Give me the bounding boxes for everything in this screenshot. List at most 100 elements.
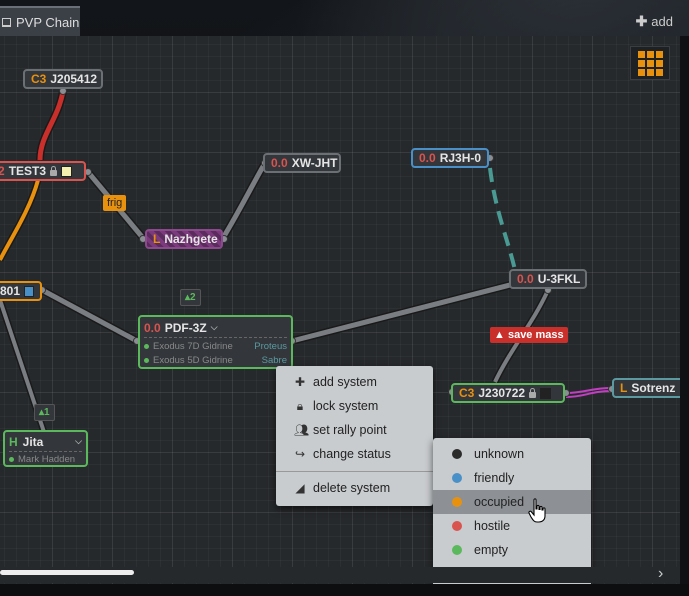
lock-icon [529, 387, 537, 398]
connection-j205412-test3[interactable] [37, 90, 66, 161]
system-name: 801 [0, 284, 21, 298]
pilot-row: Mark Hadden [9, 453, 82, 465]
eraser-icon: ◢ [295, 481, 305, 495]
bottom-band [0, 584, 689, 596]
system-name: TEST3 [8, 164, 47, 178]
system-test3[interactable]: 2 TEST3 [0, 161, 86, 181]
system-pdf3z[interactable]: 0.0 PDF-3Z ⌵ Exodus 7D Gidrine Proteus E… [138, 315, 293, 369]
system-name: U-3FKL [537, 272, 581, 286]
plus-icon: ✚ [294, 375, 306, 389]
system-security: 0.0 [419, 151, 436, 165]
status-item-occupied[interactable]: occupied [433, 490, 591, 514]
system-header: 0.0 PDF-3Z ⌵ [144, 320, 287, 335]
status-item-unknown[interactable]: unknown [433, 442, 591, 466]
system-security: C3 [459, 386, 475, 400]
system-header: H Jita ⌵ [9, 434, 82, 449]
connection-rj3h0-u3fkl[interactable] [488, 167, 517, 271]
menu-divider [276, 471, 433, 472]
status-dot-icon [452, 497, 462, 507]
users-icon: 👥︎ [294, 423, 310, 437]
menu-item-delete-system[interactable]: ◢ delete system [295, 481, 391, 495]
window-edge [680, 36, 689, 596]
system-security: H [9, 434, 18, 449]
rally-indicator [540, 387, 552, 399]
top-bar: PVP Chain ✚ add [0, 0, 689, 36]
system-security: 0.0 [144, 320, 161, 335]
system-rj3h0[interactable]: 0.0 RJ3H-0 [411, 148, 489, 168]
chevron-up-icon: ▴ [39, 407, 45, 418]
pilot-ship: Proteus [254, 340, 287, 352]
status-dot-icon [452, 473, 462, 483]
save-mass-badge: ▲ save mass [490, 327, 568, 343]
plus-icon: ✚ [635, 13, 648, 29]
system-name: RJ3H-0 [439, 151, 482, 165]
system-name: Sotrenz [631, 381, 676, 395]
system-jita[interactable]: H Jita ⌵ Mark Hadden [3, 430, 88, 467]
rally-indicator [61, 165, 73, 177]
endpoint-dots [38, 87, 616, 397]
pilot-count-badge: ▴1 [34, 404, 55, 421]
system-name: Jita [22, 434, 44, 449]
frig-badge: frig [103, 195, 127, 211]
status-item-empty[interactable]: empty [433, 538, 591, 562]
system-name: PDF-3Z [164, 320, 207, 335]
horizontal-scrollbar[interactable] [0, 567, 680, 583]
status-dot-icon [452, 521, 462, 531]
pilot-name: Exodus 7D Gidrine [153, 340, 233, 352]
connection-801-pdf3z[interactable] [40, 287, 139, 344]
lock-icon: 🔒︎ [296, 399, 304, 413]
share-icon: ↪ [294, 447, 306, 461]
menu-item-set-rally-point[interactable]: 👥︎ set rally point [294, 423, 387, 437]
system-name: J230722 [478, 386, 526, 400]
chevron-down-icon: ⌵ [210, 322, 218, 332]
pilot-name: Mark Hadden [18, 453, 76, 465]
status-item-friendly[interactable]: friendly [433, 466, 591, 490]
chevron-up-icon: ▴ [185, 292, 191, 303]
system-name: Nazhgete [164, 232, 218, 246]
connection-j230722-sotrenz[interactable] [565, 387, 613, 394]
system-security-partial: 2 [0, 164, 5, 178]
pilot-ship: Sabre [261, 354, 287, 366]
menu-item-lock-system[interactable]: 🔒︎ lock system [276, 394, 433, 418]
system-xwjht[interactable]: 0.0 XW-JHT [263, 153, 341, 173]
status-dot-icon [452, 545, 462, 555]
status-dot-icon [452, 449, 462, 459]
add-map-button[interactable]: ✚ add [636, 13, 673, 30]
scrollbar-thumb[interactable] [0, 570, 134, 575]
system-u3fkl[interactable]: 0.0 U-3FKL [509, 269, 587, 289]
menu-item-add-system[interactable]: ✚ add system [294, 375, 377, 389]
system-nazhgete[interactable]: L Nazhgete [145, 229, 223, 249]
add-label: add [651, 14, 673, 29]
system-name: XW-JHT [291, 156, 338, 170]
system-security: L [620, 381, 628, 395]
system-j230722[interactable]: C3 J230722 [451, 383, 565, 403]
pilot-name: Exodus 5D Gidrine [153, 354, 233, 366]
chevron-right-icon[interactable]: › [658, 565, 664, 582]
pilot-row: Exodus 5D Gidrine Sabre [144, 353, 287, 367]
system-security: 0.0 [271, 156, 288, 170]
tab-pvp-chain[interactable]: PVP Chain [0, 6, 80, 36]
system-sotrenz[interactable]: L Sotrenz [612, 378, 684, 398]
grid-icon[interactable] [630, 46, 670, 80]
menu-item-change-status[interactable]: ↪ change status [294, 447, 391, 461]
rally-indicator [24, 285, 34, 297]
status-item-hostile[interactable]: hostile [433, 514, 591, 538]
pilot-count-badge: ▴2 [180, 289, 201, 306]
lock-icon [50, 165, 58, 176]
system-801[interactable]: 801 [0, 281, 42, 301]
connection-test3-801[interactable] [0, 179, 40, 261]
tab-label: PVP Chain [16, 14, 80, 30]
system-context-menu: ✚ add system 🔒︎ lock system 👥︎ set rally… [276, 366, 433, 506]
system-j205412[interactable]: C3 J205412 [23, 69, 103, 89]
chevron-down-icon: ⌵ [75, 436, 82, 446]
monitor-icon [2, 17, 11, 27]
system-name: J205412 [50, 72, 98, 86]
connection-nazhgete-xwjht[interactable] [220, 161, 268, 240]
connection-pdf3z-u3fkl[interactable] [291, 282, 511, 344]
warning-icon: ▲ [494, 329, 505, 341]
system-security: C3 [31, 72, 47, 86]
system-security: 0.0 [517, 272, 534, 286]
pilot-row: Exodus 7D Gidrine Proteus [144, 339, 287, 353]
system-security: L [153, 232, 161, 246]
hand-cursor-icon [528, 498, 546, 523]
